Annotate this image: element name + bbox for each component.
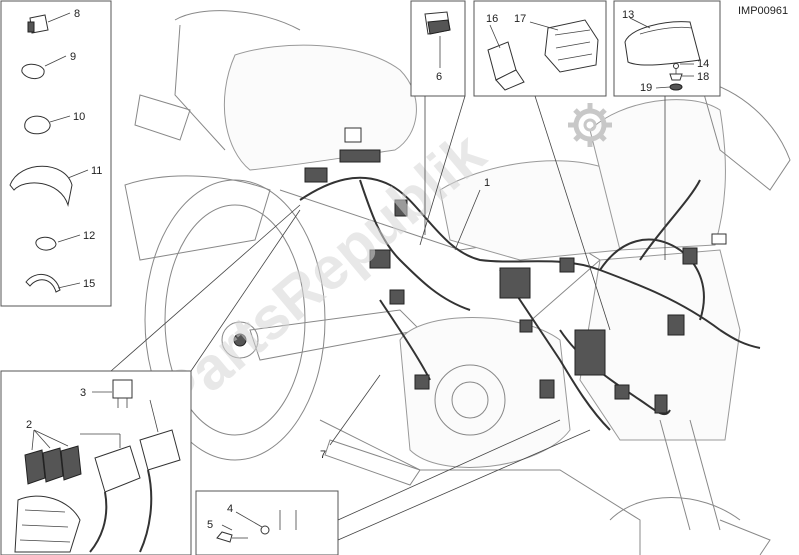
- callout-10: 10: [73, 111, 85, 123]
- callout-18: 18: [697, 71, 709, 83]
- callout-6: 6: [436, 71, 442, 83]
- callout-19: 19: [640, 82, 652, 94]
- callout-4: 4: [227, 503, 233, 515]
- diagram-code: IMP00961: [738, 5, 788, 17]
- callout-5: 5: [207, 519, 213, 531]
- callout-3: 3: [80, 387, 86, 399]
- callout-15: 15: [83, 278, 95, 290]
- callout-11: 11: [91, 165, 102, 177]
- callout-12: 12: [83, 230, 95, 242]
- callout-8: 8: [74, 8, 80, 20]
- callout-9: 9: [70, 51, 76, 63]
- panel-cover-13: 13 14 18 19: [613, 0, 721, 97]
- panel-fasteners: 5 4: [195, 490, 339, 555]
- panel-relays: 3 2: [0, 370, 192, 555]
- callout-17: 17: [514, 13, 526, 25]
- main-wiring-harness: [299, 127, 761, 431]
- panel-connector-6: 6: [410, 0, 466, 97]
- callout-7: 7: [320, 449, 326, 461]
- callout-2: 2: [26, 419, 32, 431]
- callout-13: 13: [622, 9, 634, 21]
- callout-14: 14: [697, 58, 709, 70]
- gear-icon: [568, 103, 612, 147]
- panel-holders: 16 17: [473, 0, 607, 97]
- callout-1: 1: [484, 177, 490, 189]
- callout-16: 16: [486, 13, 498, 25]
- leader-lines: [110, 95, 666, 541]
- panel-small-parts: 8 9 10 11 12 15: [0, 0, 112, 307]
